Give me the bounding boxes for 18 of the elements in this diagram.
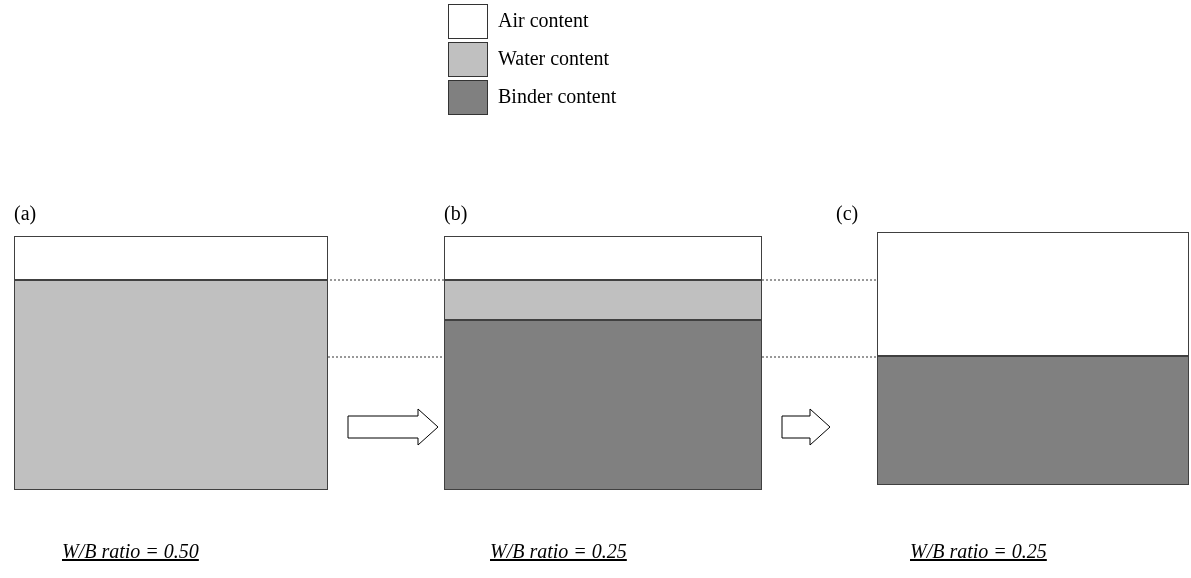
panel-label: (a) <box>14 202 37 225</box>
air-layer <box>14 236 328 280</box>
binder-layer <box>877 356 1189 485</box>
water-layer <box>14 280 328 490</box>
ratio-label: W/B ratio = 0.25 <box>910 540 1047 563</box>
air-layer <box>444 236 762 280</box>
ratio-label: W/B ratio = 0.25 <box>490 540 627 563</box>
legend-label: Water content <box>498 47 610 70</box>
legend-label: Binder content <box>498 85 617 108</box>
panel-label: (b) <box>444 202 468 225</box>
ratio-label: W/B ratio = 0.50 <box>62 540 199 563</box>
water-layer <box>444 280 762 320</box>
air-layer <box>877 232 1189 356</box>
block-arrow <box>347 408 439 446</box>
panel-label: (c) <box>836 202 859 225</box>
block-arrow <box>781 408 831 446</box>
legend-label: Air content <box>498 9 589 32</box>
binder-layer <box>444 320 762 490</box>
